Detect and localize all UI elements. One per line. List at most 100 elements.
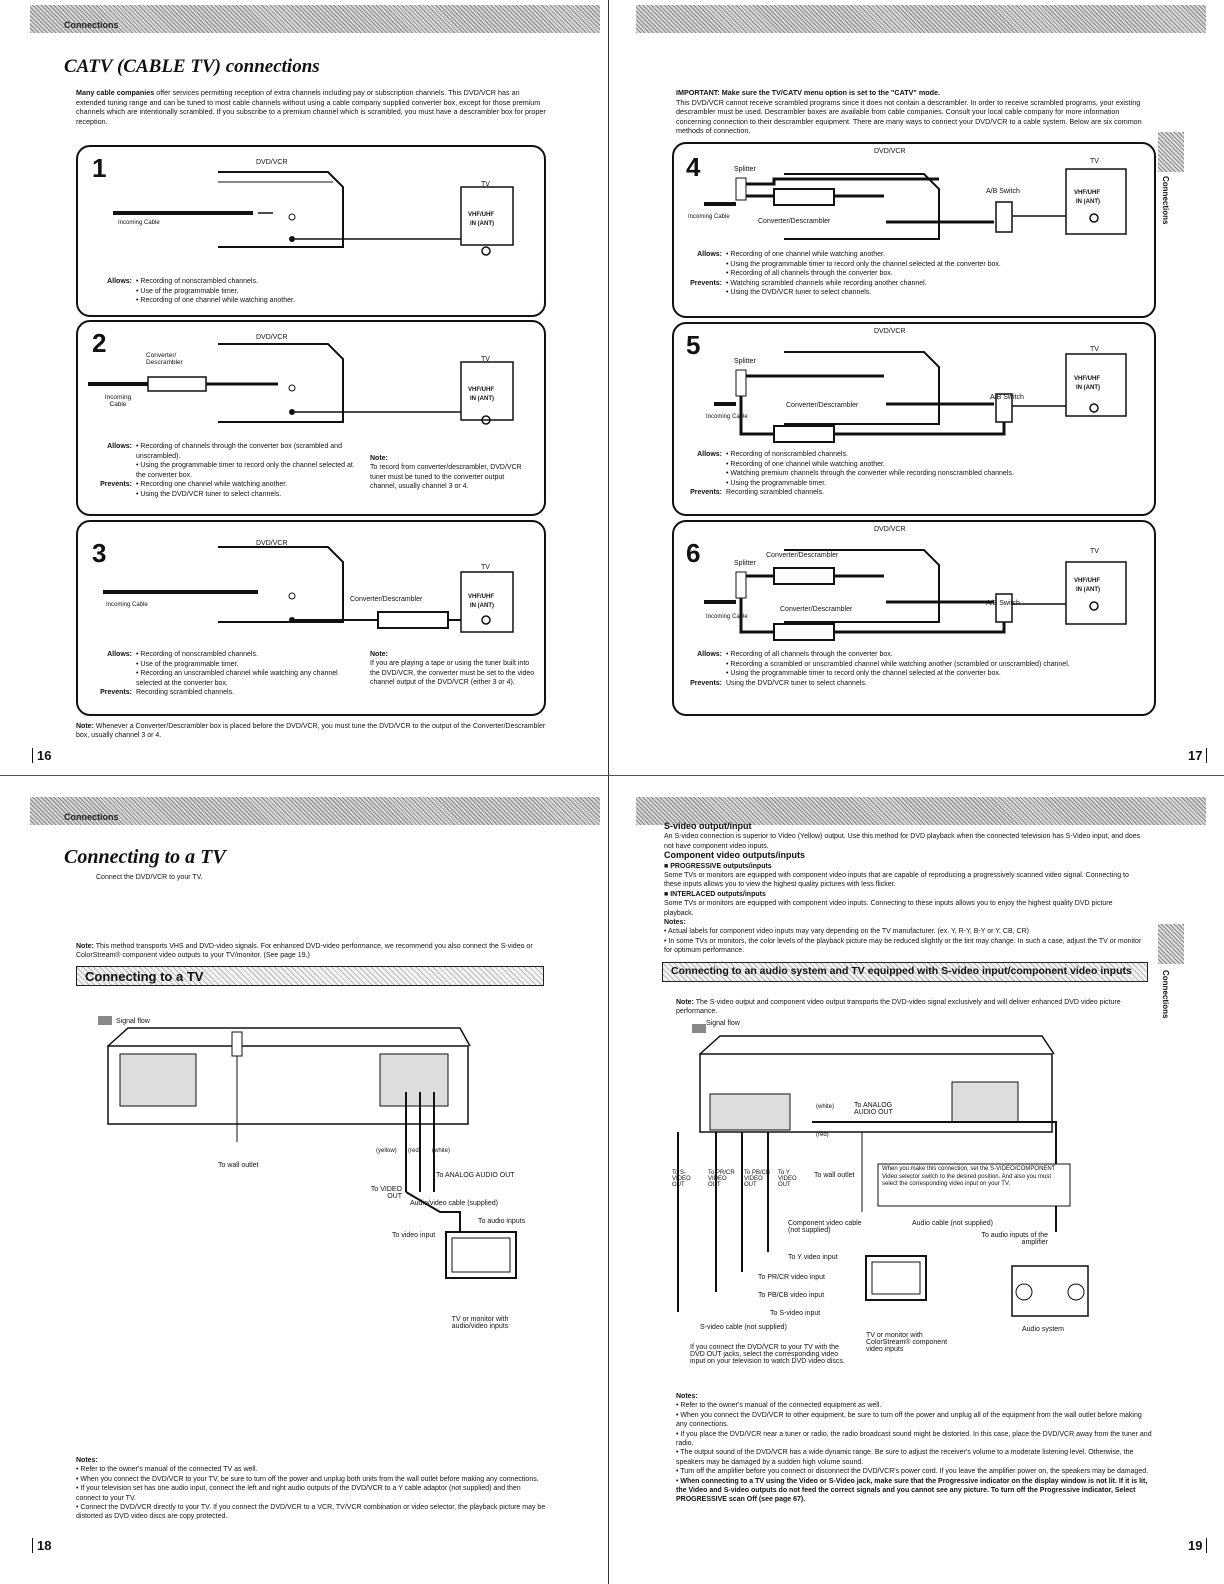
note-head: Note: bbox=[370, 651, 388, 658]
allows-item: Using the programmable timer to record o… bbox=[136, 462, 353, 479]
allows-item: Using the programmable timer to record o… bbox=[730, 260, 1001, 268]
audio-system-label: Audio system bbox=[1022, 1326, 1065, 1333]
diagram-box-5: 5 DVD/VCR TV VHF/UHF IN (ANT) Splitter A… bbox=[672, 322, 1156, 516]
allows-item: Recording a scrambled or unscrambled cha… bbox=[730, 660, 1070, 668]
footnote-body: Whenever a Converter/Descrambler box is … bbox=[76, 723, 546, 740]
banner-note: Note: The S-video output and component v… bbox=[676, 998, 1146, 1017]
tv-label: TV bbox=[1090, 346, 1099, 353]
allows-item: Recording of channels through the conver… bbox=[136, 443, 342, 460]
allows-item: Recording an unscrambled channel while w… bbox=[136, 670, 338, 687]
diagram-1-drawing bbox=[113, 171, 514, 256]
banner-label: Connecting to a TV bbox=[85, 969, 204, 984]
pr-in-label: To PR/CR video input bbox=[758, 1274, 825, 1281]
ant-label: IN (ANT) bbox=[1076, 587, 1100, 593]
note-body: The S-video output and component video o… bbox=[676, 999, 1121, 1016]
allows-item: Recording of one channel while watching … bbox=[730, 460, 885, 468]
dvdvcr-label: DVD/VCR bbox=[256, 159, 288, 166]
page-divider-vertical bbox=[608, 0, 609, 1584]
page-number: 19 bbox=[1188, 1538, 1208, 1553]
page-18: Connections Connecting to a TV Connect t… bbox=[0, 792, 612, 1584]
notes: Notes: • Refer to the owner's manual of … bbox=[76, 1457, 546, 1521]
note-item: When you connect the DVD/VCR to other eq… bbox=[676, 1411, 1142, 1429]
dvdvcr-label: DVD/VCR bbox=[256, 334, 288, 341]
page-17: IMPORTANT: Make sure the TV/CATV menu op… bbox=[612, 0, 1224, 792]
page-divider-horizontal bbox=[0, 775, 1224, 776]
sidebar-tab bbox=[1158, 924, 1184, 964]
vhf-label: VHF/UHF bbox=[468, 387, 494, 393]
allows-item: Recording of one channel while watching … bbox=[140, 297, 295, 305]
note-item: Connect the DVD/VCR directly to your TV.… bbox=[76, 1504, 546, 1521]
top-note: Note: This method transports VHS and DVD… bbox=[76, 942, 546, 961]
allows-item: Recording of all channels through the co… bbox=[730, 270, 893, 278]
prevents-item: Watching scrambled channels while record… bbox=[730, 279, 927, 287]
vhf-label: VHF/UHF bbox=[1074, 376, 1100, 382]
incoming-cable-label: Incoming Cable bbox=[706, 414, 748, 420]
ab-switch-label: A/B Switch bbox=[990, 394, 1024, 401]
allows-item: Recording of nonscrambled channels. bbox=[140, 278, 258, 285]
allows-item: Recording of nonscrambled channels. bbox=[730, 451, 848, 458]
red-label: (red) bbox=[816, 1132, 829, 1138]
allows-label: Allows: bbox=[107, 278, 132, 285]
analog-out-label: To ANALOG AUDIO OUT bbox=[854, 1102, 893, 1116]
banner-label: Connecting to an audio system and TV equ… bbox=[671, 965, 1132, 977]
box-number: 3 bbox=[92, 538, 107, 568]
section-banner: Connecting to an audio system and TV equ… bbox=[662, 962, 1148, 982]
video-out-label: To VIDEO OUT bbox=[370, 1186, 402, 1200]
page-header bbox=[636, 797, 1206, 825]
footnote-head: Note: bbox=[76, 723, 94, 730]
ant-label: IN (ANT) bbox=[470, 396, 494, 402]
white-label: (white) bbox=[432, 1148, 451, 1154]
allows-list: Allows:• Recording of nonscrambled chann… bbox=[678, 450, 1148, 498]
diagram-box-4: 4 DVD/VCR TV VHF/UHF IN (ANT) Splitter A… bbox=[672, 142, 1156, 318]
allows-label: Allows: bbox=[697, 651, 722, 658]
important-body: This DVD/VCR cannot receive scrambled pr… bbox=[676, 97, 1142, 136]
diagram-3-drawing bbox=[103, 546, 514, 633]
diagram-box-2: 2 DVD/VCR TV VHF/UHF IN (ANT) Converter/… bbox=[76, 320, 546, 516]
page-header: Connections bbox=[30, 5, 600, 33]
allows-item: Using the programmable timer. bbox=[730, 479, 827, 487]
important-text: IMPORTANT: Make sure the TV/CATV menu op… bbox=[676, 88, 1154, 136]
diagram-box-1: 1 DVD/VCR TV VHF/UHF IN (ANT) Incoming C… bbox=[76, 145, 546, 317]
interlaced-head: INTERLACED outputs/inputs bbox=[670, 890, 766, 898]
s-cable-label: S-video cable (not supplied) bbox=[700, 1324, 787, 1331]
incoming-cable-label: Incoming Cable bbox=[688, 214, 730, 220]
page-title: CATV (CABLE TV) connections bbox=[64, 56, 320, 77]
wall-outlet-label: To wall outlet bbox=[218, 1162, 259, 1169]
signal-flow-label: Signal flow bbox=[706, 1020, 740, 1027]
incoming-cable-label: Incoming Cable bbox=[104, 394, 132, 408]
prevents-item: Using the DVD/VCR tuner to select channe… bbox=[140, 490, 282, 498]
tv-label: TV bbox=[481, 356, 490, 363]
allows-label: Allows: bbox=[107, 651, 132, 658]
component-cable-label: Component video cable (not supplied) bbox=[788, 1220, 862, 1234]
incoming-cable-label: Incoming Cable bbox=[106, 602, 148, 608]
allows-item: Use of the programmable timer. bbox=[140, 660, 239, 668]
incoming-cable-label: Incoming Cable bbox=[706, 614, 748, 620]
box-number: 6 bbox=[686, 538, 701, 568]
note-item: If your television set has one audio inp… bbox=[76, 1485, 521, 1502]
subtitle: Connect the DVD/VCR to your TV. bbox=[96, 874, 203, 881]
notes-head: Notes: bbox=[676, 1393, 698, 1400]
incoming-cable-label: Incoming Cable bbox=[118, 220, 160, 226]
progressive-head: PROGRESSIVE outputs/inputs bbox=[670, 862, 772, 870]
converter-label: Converter/Descrambler bbox=[350, 596, 423, 603]
intro-body: offer services permitting reception of e… bbox=[76, 88, 546, 126]
tv-label: TV bbox=[481, 181, 490, 188]
diagram-box-3: 3 DVD/VCR TV VHF/UHF IN (ANT) Converter/… bbox=[76, 520, 546, 716]
pb-out-label: To PB/CB VIDEO OUT bbox=[744, 1170, 771, 1188]
signal-flow-label: Signal flow bbox=[116, 1018, 150, 1025]
pr-out-label: To PR/CR VIDEO OUT bbox=[708, 1170, 735, 1188]
header-label: Connections bbox=[64, 812, 119, 822]
diagram-4-drawing bbox=[704, 168, 1127, 240]
vhf-label: VHF/UHF bbox=[1074, 578, 1100, 584]
diagram-6-drawing bbox=[704, 549, 1127, 641]
notes-head: Notes: bbox=[76, 1457, 98, 1464]
allows-item: Recording of all channels through the co… bbox=[730, 651, 893, 658]
allows-item: Use of the programmable timer. bbox=[140, 287, 239, 295]
note-item: In some TVs or monitors, the color level… bbox=[664, 937, 1142, 955]
prevents-item: Using the DVD/VCR tuner to select channe… bbox=[726, 679, 867, 687]
converter-label-top: Converter/Descrambler bbox=[766, 552, 839, 559]
allows-list: Allows:• Recording of all channels throu… bbox=[678, 650, 1148, 688]
allows-item: Using the programmable timer to record o… bbox=[730, 670, 1001, 678]
intro-text: Many cable companies offer services perm… bbox=[76, 88, 546, 126]
dvd-out-note: If you connect the DVD/VCR to your TV wi… bbox=[690, 1344, 845, 1365]
